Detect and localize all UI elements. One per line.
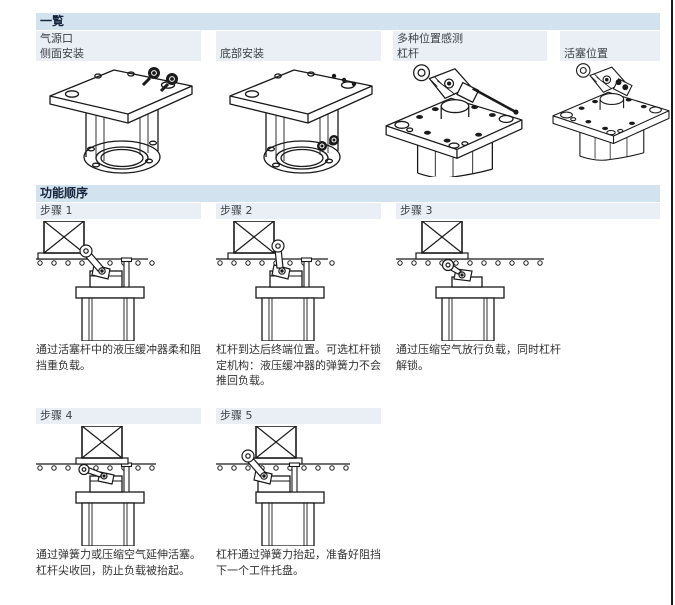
piston-sensor-detail [615,79,629,91]
caption-line-2: 活塞位置 [564,47,608,60]
caption-line-2: 底部安装 [220,47,264,60]
caption-air-port-side-mounting: 气源口 侧面安装 [36,31,201,61]
caption-line-1 [564,31,660,46]
overview-section-header: 一覧 [36,13,660,30]
figure-step-5 [216,426,381,546]
figure-step-4 [36,426,201,546]
caption-position-sensing-lever: 多种位置感测 杠杆 [393,31,547,61]
step-label-5: 步骤 5 [216,408,381,424]
step-label-1: 步骤 1 [36,203,201,219]
figure-step-3 [396,221,561,341]
step-label-4: 步骤 4 [36,408,201,424]
figure-piston-position-sensing [552,63,670,161]
caption-line-1: 多种位置感测 [397,32,463,45]
page-edge-rule [671,0,673,605]
step-description-1: 通过活塞杆中的液压缓冲器柔和阻挡重负载。 [36,343,201,372]
step-label-3: 步骤 3 [396,203,660,219]
caption-piston-position: 活塞位置 [560,31,660,61]
sequence-section-header: 功能顺序 [36,185,660,202]
step-description-5: 杠杆通过弹簧力抬起，准备好阻挡下一个工件托盘。 [216,548,381,577]
figure-lever-position-sensing [385,64,523,177]
figure-step-1 [36,221,201,341]
caption-line-1: 气源口 [40,32,73,45]
figure-step-2 [216,221,381,341]
caption-line-2: 杠杆 [397,47,419,60]
caption-line-1 [220,31,381,46]
figure-bottom-mounting [216,62,381,178]
caption-bottom-mounting: 底部安装 [216,31,381,61]
caption-line-2: 侧面安装 [40,47,84,60]
step-description-3: 通过压缩空气放行负载，同时杠杆解锁。 [396,343,561,372]
step-label-2: 步骤 2 [216,203,381,219]
sensing-lever-pin [472,87,519,115]
step-description-4: 通过弹簧力或压缩空气延伸活塞。杠杆尖收回，防止负载被抬起。 [36,548,201,577]
step-description-2: 杠杆到达后终端位置。可选杠杆锁定机构：液压缓冲器的弹簧力不会推回负载。 [216,343,381,387]
figure-side-air-ports [36,62,201,178]
